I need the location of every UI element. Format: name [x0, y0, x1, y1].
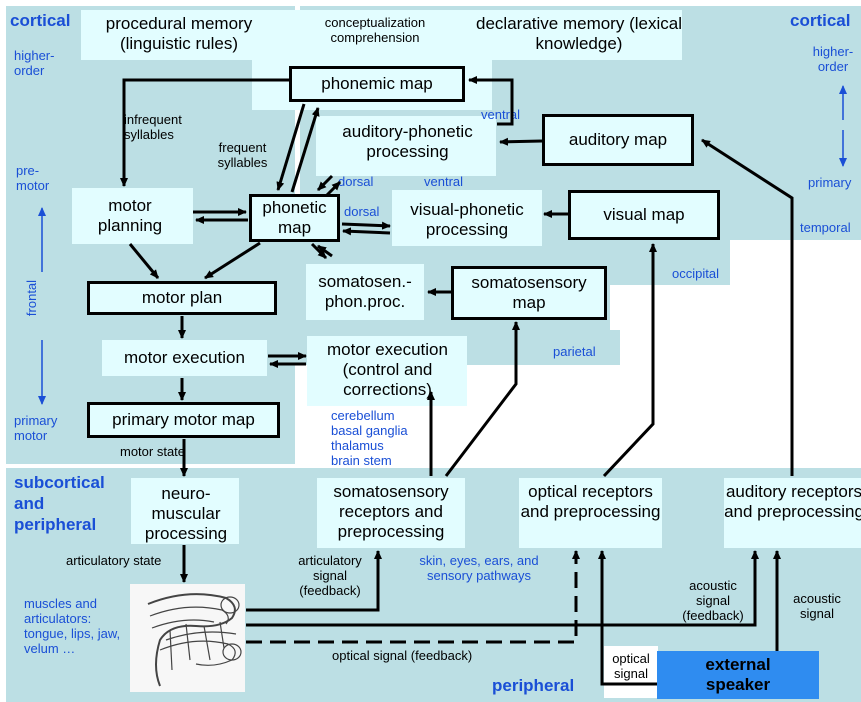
parietal-label: parietal [553, 344, 596, 359]
muscles-articulators-label: muscles and articulators: tongue, lips, … [24, 596, 121, 656]
arrow-phonemic-to-phonetic [276, 103, 306, 191]
articulatory-signal-label: articulatory signal (feedback) [298, 553, 362, 598]
motor-planning-label: motor planning [97, 196, 163, 235]
auditory-phonetic-plate [316, 116, 496, 176]
premotor-label: pre-motor [16, 163, 50, 193]
motor-plan-box: motor plan [87, 281, 277, 315]
cortical-label-left: cortical [10, 11, 71, 30]
somatosen-phon-proc-label: somatosen.- phon.proc. [318, 272, 412, 311]
conceptualization-label: conceptualization comprehension [324, 15, 426, 45]
declarative-memory-label: declarative memory (lexical knowledge) [476, 14, 682, 53]
arrow-audrec-to-audmap [701, 138, 794, 476]
acoustic-feedback-label: acoustic signal (feedback) [682, 578, 744, 623]
motor-state-label: motor state [120, 444, 186, 459]
subcortical-structures-label: cerebellum basal ganglia thalamus brain … [331, 408, 408, 468]
arrow-infrequent-syllables [120, 78, 289, 187]
occipital-label: occipital [672, 266, 719, 281]
neuro-muscular-processing: neuro- muscular processing [144, 484, 228, 543]
auditory-receptors-plate [724, 478, 861, 548]
arrow-external-optical [598, 550, 657, 686]
higher-order-label-right: higher-order [812, 44, 854, 74]
primary-motor-label: primary motor [14, 413, 58, 443]
motor-exec-control-plate [307, 336, 467, 406]
arrow-planning-to-plan [128, 243, 160, 279]
somatosensory-map-box: somatosensory map [451, 266, 607, 320]
primary-label: primary [808, 175, 852, 190]
procedural-memory-label: procedural memory (linguistic rules) [105, 14, 253, 53]
auditory-map-box: auditory map [542, 114, 694, 166]
parietal-region [480, 330, 620, 365]
auditory-receptors-label: auditory receptors and preprocessing [724, 482, 861, 521]
optical-receptors-plate [519, 478, 662, 548]
ventral-label-top: ventral [481, 107, 521, 122]
arrow-optical-feedback [246, 550, 580, 644]
ventral-label-mid: ventral [424, 174, 464, 189]
visual-phonetic-plate [392, 190, 542, 246]
optical-signal-plate [604, 646, 658, 698]
skin-pathways-label: skin, eyes, ears, and sensory pathways [419, 553, 539, 583]
higher-order-label-left: higher-order [14, 48, 55, 78]
motor-execution-label: motor execution [124, 348, 245, 367]
dorsal-label-mid: dorsal [344, 204, 380, 219]
external-speaker-box: external speaker [657, 651, 819, 699]
visual-phonetic-processing: visual-phonetic processing [410, 200, 524, 239]
arrow-phonetic-to-plan [204, 241, 261, 280]
somato-receptors-plate [317, 478, 465, 548]
arrow-audphon-to-phonetic [316, 174, 334, 192]
declarative-memory-plate [476, 10, 682, 60]
somatosensory-receptors-label: somatosensory receptors and preprocessin… [333, 482, 449, 541]
motor-planning-plate [72, 188, 193, 244]
optical-receptors-label: optical receptors and preprocessing [520, 482, 661, 521]
phonemic-map-box: phonemic map [289, 66, 465, 102]
arrow-somphon-to-phonetic [317, 244, 333, 258]
arrow-optrec-to-vismap [602, 243, 657, 478]
motor-execution-control-label: motor execution (control and corrections… [327, 340, 448, 399]
arrow-phonetic-to-visphon [341, 221, 391, 230]
arrow-audmap-to-audphon [499, 137, 543, 146]
optical-feedback-label: optical signal (feedback) [332, 648, 473, 663]
dorsal-label-top: dorsal [338, 174, 374, 189]
somatosen-phon-plate [306, 264, 424, 320]
procedural-memory-plate [81, 10, 277, 60]
external-speaker-label: external speaker [705, 655, 771, 694]
neuro-muscular-plate [131, 478, 239, 544]
infrequent-syllables-label: infrequent syllables [124, 112, 182, 142]
arrow-phonetic-to-phonemic [290, 107, 320, 193]
phonetic-map-box: phonetic map [249, 194, 340, 242]
vocal-tract-mesh-icon [147, 593, 242, 687]
optical-signal-label: optical signal [612, 651, 650, 681]
subcortical-label: subcortical and peripheral [14, 473, 105, 534]
acoustic-signal-label: acoustic signal [793, 591, 841, 621]
arrow-acoustic-feedback [246, 550, 759, 627]
arrow-audphon-to-phonemic [468, 76, 514, 126]
temporal-label: temporal [800, 220, 851, 235]
temporal-region [730, 180, 861, 240]
arrow-phonetic-to-audphon [324, 180, 342, 198]
arrow-somrec-to-sommap [444, 321, 520, 477]
arrow-visphon-to-phonetic [342, 227, 391, 236]
frequent-syllables-label: frequent syllables [217, 140, 268, 170]
arrow-articulatory-signal [246, 550, 382, 612]
peripheral-label: peripheral [492, 676, 575, 695]
motor-execution-plate [102, 340, 267, 376]
primary-motor-map-box: primary motor map [87, 402, 280, 438]
cortical-label-right: cortical [790, 11, 851, 30]
visual-map-box: visual map [568, 190, 720, 240]
auditory-phonetic-processing: auditory-phonetic processing [342, 122, 473, 161]
articulatory-state-label: articulatory state [66, 553, 162, 568]
